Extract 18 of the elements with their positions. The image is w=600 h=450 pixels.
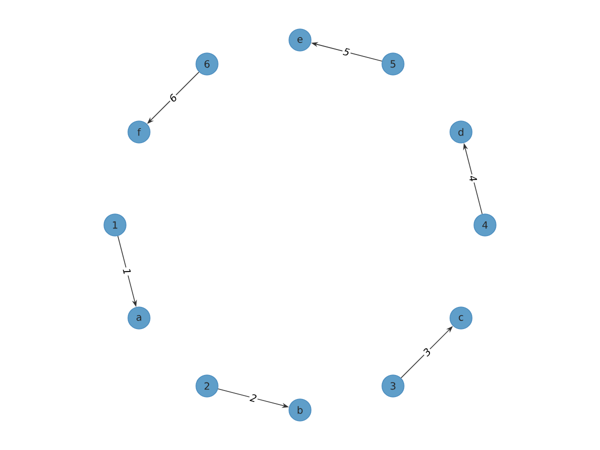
- graph-node: e: [288, 28, 312, 52]
- graph-node: 2: [196, 374, 218, 398]
- graph-node: b: [288, 398, 312, 422]
- edge-label: 1: [122, 269, 131, 274]
- edge-label: 6: [170, 94, 176, 102]
- graph-node: 4: [474, 214, 496, 236]
- graph-node: 6: [196, 52, 218, 76]
- graph-node: a: [128, 306, 150, 330]
- graph-node: d: [450, 120, 472, 144]
- graph-node: 3: [382, 374, 404, 398]
- graph-node: c: [450, 306, 472, 330]
- edge-label: 4: [469, 176, 478, 182]
- graph-node: 1: [104, 214, 126, 236]
- edge-label: 2: [250, 394, 256, 402]
- graph-node: f: [128, 120, 150, 144]
- edge-label: 3: [423, 348, 430, 357]
- edge-label: 5: [342, 48, 350, 56]
- graph-node: 5: [382, 52, 404, 76]
